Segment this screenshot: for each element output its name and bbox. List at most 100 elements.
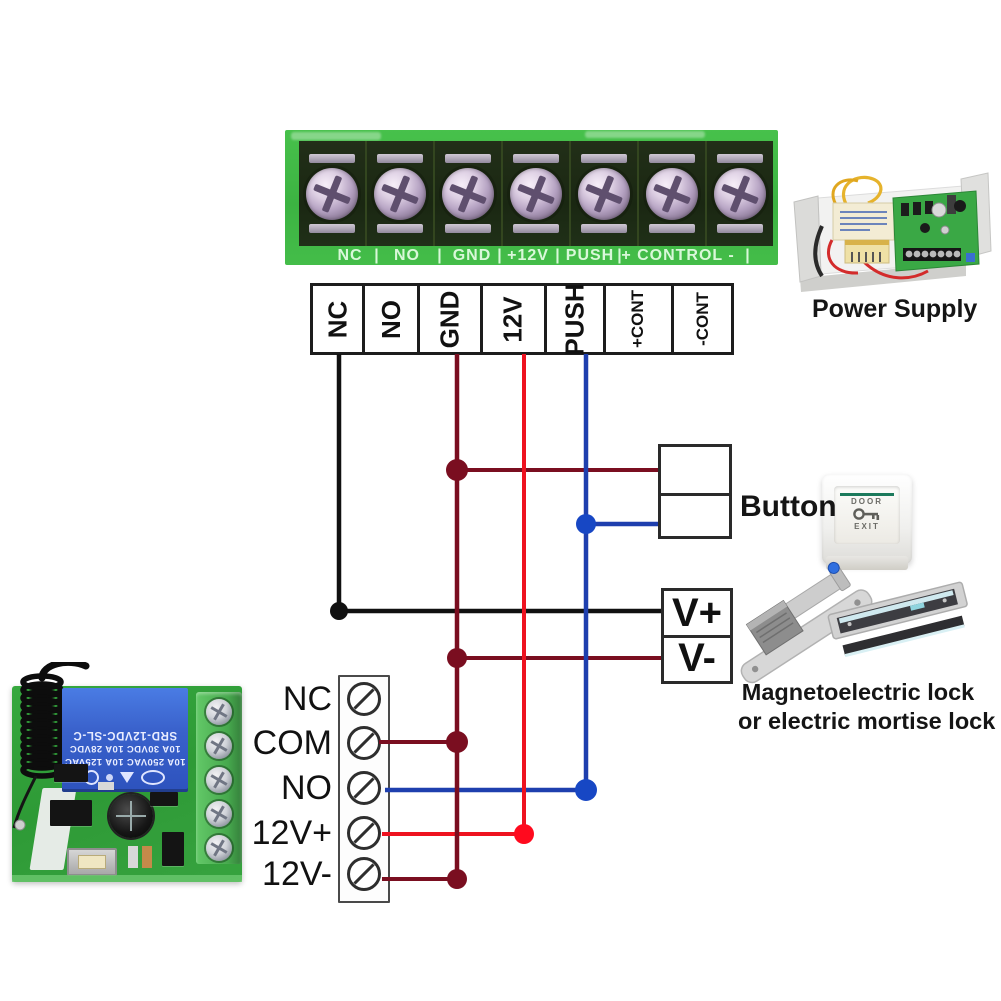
exit-button-photo: DOOR EXIT bbox=[822, 474, 912, 570]
clamp-plate bbox=[377, 154, 423, 163]
junction-dot bbox=[514, 824, 534, 844]
screw-icon bbox=[374, 167, 426, 220]
smd-resistor bbox=[142, 846, 152, 868]
terminal-cell-nc bbox=[299, 141, 367, 246]
clamp-plate bbox=[717, 224, 763, 233]
receiver-terminal-strip bbox=[338, 675, 390, 903]
junction-dot bbox=[575, 779, 597, 801]
clamp-plate bbox=[513, 224, 559, 233]
smd-resistor bbox=[128, 846, 138, 868]
silk-label-12v: +12V bbox=[507, 247, 549, 264]
screw-icon bbox=[578, 167, 630, 220]
transistor-component bbox=[162, 832, 184, 866]
smd-resistor bbox=[98, 782, 114, 790]
silkscreen-labels: NC | NO | GND | +12V | PUSH | + CONTROL … bbox=[285, 246, 778, 265]
module-terminal-block bbox=[196, 692, 242, 864]
silk-label-push: PUSH bbox=[565, 247, 615, 264]
junction-dot bbox=[330, 602, 348, 620]
glare-highlight bbox=[585, 131, 705, 138]
terminal-cell-push bbox=[571, 141, 639, 246]
receiver-label-com: COM bbox=[252, 723, 332, 762]
screw-icon bbox=[347, 816, 381, 850]
silk-separator: | bbox=[374, 247, 380, 264]
silk-label-no: NO bbox=[394, 247, 420, 264]
terminal-label-minuscont: -CONT bbox=[671, 283, 734, 355]
screw-icon bbox=[347, 771, 381, 805]
silk-separator: | bbox=[555, 247, 561, 264]
exit-button-exit-text: EXIT bbox=[854, 522, 880, 531]
clamp-plate bbox=[309, 154, 355, 163]
clamp-plate bbox=[649, 154, 695, 163]
ic-chip bbox=[50, 800, 92, 826]
terminal-label-nc: NC bbox=[310, 283, 365, 355]
clamp-plate bbox=[513, 154, 559, 163]
silk-separator: | bbox=[437, 247, 443, 264]
ps-trimmer bbox=[966, 253, 975, 262]
screw-icon bbox=[646, 167, 698, 220]
terminal-label-no: NO bbox=[362, 283, 420, 355]
ps-red-wire bbox=[862, 260, 929, 280]
pcb-edge bbox=[12, 875, 242, 882]
screw-icon bbox=[347, 857, 381, 891]
receiver-label-12vp: 12V+ bbox=[251, 813, 332, 852]
button-contact-top bbox=[661, 447, 729, 493]
screw-icon bbox=[714, 167, 766, 220]
antenna-coil bbox=[12, 662, 90, 831]
button-symbol bbox=[658, 444, 732, 539]
terminal-label-12v: 12V bbox=[480, 283, 547, 355]
screw-icon bbox=[206, 801, 232, 827]
screw-icon bbox=[206, 767, 232, 793]
capacitor-component bbox=[109, 794, 153, 838]
vminus-label: V- bbox=[678, 636, 716, 680]
screw-terminal-housing bbox=[299, 141, 773, 246]
receiver-label-no: NO bbox=[281, 768, 332, 807]
receiver-module-photo: 10A 250VAC 10A 125VAC 10A 30VDC 10A 28VD… bbox=[12, 662, 242, 882]
ps-black-wire bbox=[813, 225, 824, 278]
junction-dot bbox=[446, 459, 468, 481]
clamp-plate bbox=[649, 224, 695, 233]
terminal-cell-control-minus bbox=[707, 141, 773, 246]
terminal-cell-control-plus bbox=[639, 141, 707, 246]
clamp-plate bbox=[445, 224, 491, 233]
exit-button-base bbox=[826, 556, 908, 570]
screw-icon bbox=[206, 835, 232, 861]
key-icon bbox=[853, 508, 880, 520]
clamp-plate bbox=[309, 224, 355, 233]
lock-terminal-symbol: V+ V- bbox=[661, 588, 733, 684]
screw-icon bbox=[510, 167, 562, 220]
terminal-label-row: NC NO GND 12V PUSH +CONT -CONT bbox=[310, 283, 734, 355]
lock-caption-line1: Magnetoelectric lock bbox=[741, 679, 975, 705]
junction-dot bbox=[576, 514, 596, 534]
terminal-cell-12v bbox=[503, 141, 571, 246]
lock-caption: Magnetoelectric lock or electric mortise… bbox=[738, 678, 996, 736]
exit-button-panel: DOOR EXIT bbox=[834, 486, 900, 544]
silk-label-control: + CONTROL - bbox=[621, 247, 735, 264]
receiver-label-12vm: 12V- bbox=[262, 854, 332, 893]
ps-red-wire bbox=[826, 239, 859, 275]
junction-dot bbox=[447, 869, 467, 889]
screw-icon bbox=[442, 167, 494, 220]
magnetic-lock-photo bbox=[827, 581, 968, 658]
vplus-label: V+ bbox=[671, 591, 723, 635]
terminal-cell-no bbox=[367, 141, 435, 246]
ps-yellow-wire bbox=[842, 175, 883, 205]
ic-chip bbox=[54, 764, 88, 782]
glare-highlight bbox=[291, 132, 381, 140]
controller-terminal-block-photo: NC | NO | GND | +12V | PUSH | + CONTROL … bbox=[285, 130, 778, 265]
button-contact-bottom bbox=[661, 493, 729, 536]
lock-caption-line2: or electric mortise lock bbox=[738, 708, 996, 734]
junction-dot bbox=[447, 648, 467, 668]
diode-component bbox=[150, 792, 178, 806]
vminus-cell: V- bbox=[664, 635, 730, 678]
exit-button-door-text: DOOR bbox=[851, 497, 883, 506]
clamp-plate bbox=[717, 154, 763, 163]
ps-front-lip bbox=[800, 262, 966, 292]
clamp-plate bbox=[581, 154, 627, 163]
button-caption: Button bbox=[740, 490, 837, 523]
silk-separator: | bbox=[617, 247, 623, 264]
terminal-cell-gnd bbox=[435, 141, 503, 246]
screw-icon bbox=[206, 699, 232, 725]
power-supply-caption: Power Supply bbox=[812, 295, 978, 323]
